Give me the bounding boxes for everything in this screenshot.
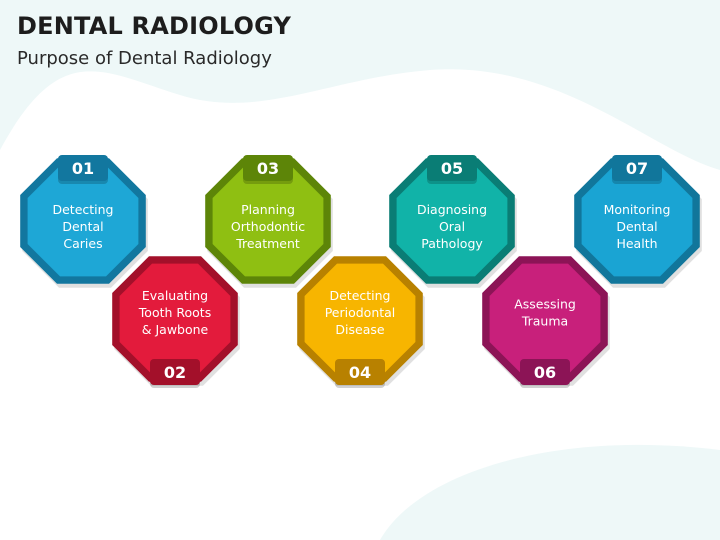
step-octagon — [119, 263, 231, 375]
page-subtitle: Purpose of Dental Radiology — [17, 48, 272, 69]
step-label-line: Trauma — [521, 314, 568, 329]
step-octagon — [581, 165, 693, 277]
number-tab — [612, 155, 662, 181]
step-number: 03 — [257, 159, 279, 178]
step-octagon — [489, 263, 601, 375]
number-tab — [150, 359, 200, 385]
step-label-line: & Jawbone — [142, 322, 209, 337]
number-tab — [58, 155, 108, 181]
step-octagon — [304, 263, 416, 375]
step-label-line: Monitoring — [604, 202, 671, 217]
number-tab — [427, 155, 477, 181]
step-number: 06 — [534, 363, 556, 382]
step-label-line: Periodontal — [325, 305, 396, 320]
step-label-line: Oral — [439, 219, 465, 234]
step-octagon — [396, 165, 508, 277]
step-number: 02 — [164, 363, 186, 382]
step-number: 04 — [349, 363, 371, 382]
step-label-line: Pathology — [421, 236, 483, 251]
step-label-line: Evaluating — [142, 288, 208, 303]
step-octagon — [212, 165, 324, 277]
step-octagon — [27, 165, 139, 277]
step-number: 07 — [626, 159, 648, 178]
number-tab — [243, 155, 293, 181]
step-label-line: Disease — [335, 322, 384, 337]
step-label-line: Orthodontic — [231, 219, 305, 234]
step-label-line: Caries — [63, 236, 102, 251]
step-label-line: Dental — [62, 219, 103, 234]
step-label-line: Planning — [241, 202, 295, 217]
step-number: 05 — [441, 159, 463, 178]
step-label-line: Diagnosing — [417, 202, 487, 217]
step-label-line: Assessing — [514, 297, 576, 312]
number-tab — [335, 359, 385, 385]
step-label-line: Detecting — [329, 288, 390, 303]
step-label-line: Dental — [616, 219, 657, 234]
step-label-line: Health — [616, 236, 657, 251]
step-label-line: Tooth Roots — [138, 305, 211, 320]
number-tab — [520, 359, 570, 385]
step-label-line: Treatment — [235, 236, 300, 251]
page-title: DENTAL RADIOLOGY — [17, 12, 292, 40]
step-label-line: Detecting — [52, 202, 113, 217]
step-number: 01 — [72, 159, 94, 178]
